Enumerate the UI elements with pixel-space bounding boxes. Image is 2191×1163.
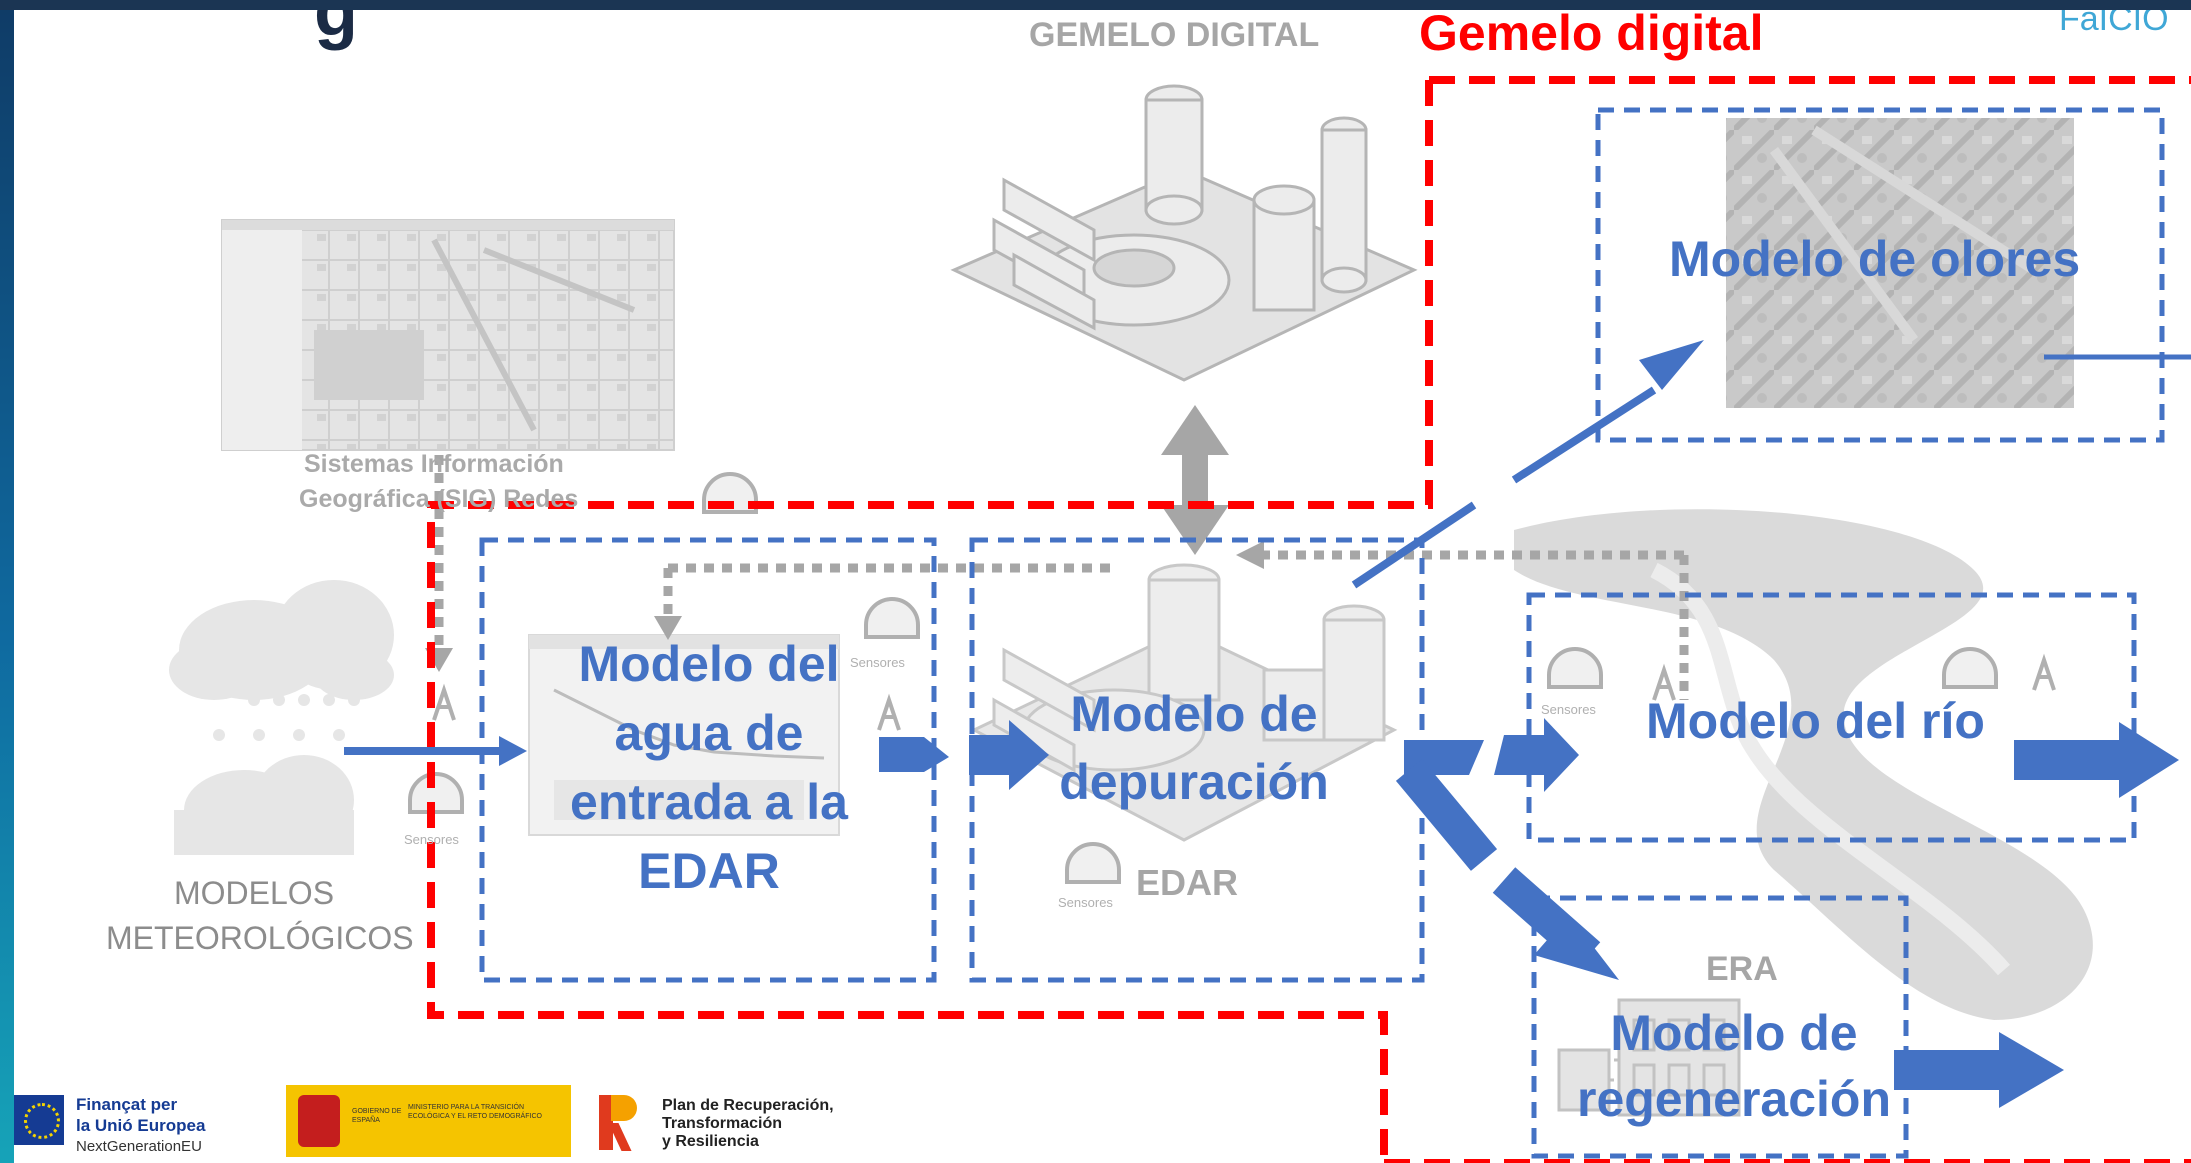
flow-arrows (344, 718, 2179, 1108)
sensor-label-edar: Sensores (1058, 895, 1113, 910)
sig-label-1: Sistemas Información (304, 450, 564, 478)
era-building (1557, 998, 1741, 1117)
twin-edar-double-arrow (1161, 405, 1229, 555)
odor-link-arrow (1351, 386, 1657, 589)
dotted-arrow-head-1 (654, 616, 682, 640)
treatment-model-label: Modelo de depuración (1044, 680, 1344, 816)
eu-text-3: NextGenerationEU (76, 1138, 202, 1155)
inflow-line-2: agua de (614, 705, 804, 761)
regen-model-label: Modelo de regeneración (1559, 1000, 1909, 1132)
slide-canvas: g GEMELO DIGITAL Gemelo digital FaICIO S… (14, 10, 2191, 1163)
plan-text-3: y Resiliencia (662, 1133, 759, 1150)
river-shape (1514, 509, 2093, 1020)
corner-logo: FaICIO (2059, 10, 2169, 38)
meteo-label-1: MODELOS (174, 875, 335, 911)
inflow-line-3: entrada a la (570, 774, 848, 830)
twin-header-label: GEMELO DIGITAL (1029, 16, 1320, 54)
eu-text-2: la Unió Europea (76, 1116, 206, 1135)
eu-flag-icon (14, 1095, 64, 1145)
dotted-arrow-head-2 (1236, 541, 1264, 569)
rain-cloud-icon (169, 580, 394, 855)
era-label: ERA (1706, 950, 1778, 988)
red-title: Gemelo digital (1419, 10, 1764, 61)
plan-text-1: Plan de Recuperación, (662, 1097, 834, 1114)
regen-line-2: regeneración (1576, 1071, 1891, 1127)
inflow-model-box (479, 537, 937, 983)
digital-twin-plant (950, 84, 1418, 382)
plan-recuperacion-logo-icon (589, 1095, 639, 1151)
sig-screenshot (221, 219, 675, 451)
ministerio-text: MINISTERIO PARA LA TRANSICIÓN ECOLÓGICA … (408, 1104, 542, 1120)
odor-model-box (1595, 107, 2165, 443)
digital-twin-boundary (427, 76, 2191, 1163)
odor-model-label: Modelo de olores (1669, 231, 2081, 287)
edar-plant (970, 563, 1398, 842)
regen-line-1: Modelo de (1610, 1005, 1858, 1061)
edar-label: EDAR (1136, 862, 1239, 903)
title-fragment: g (314, 10, 358, 51)
top-bar (0, 0, 2191, 10)
inflow-line-4: EDAR (638, 843, 780, 899)
spain-coat-of-arms-icon (298, 1095, 340, 1147)
sensor-icons (408, 472, 2056, 884)
sensor-label-inflow: Sensores (850, 655, 905, 670)
regen-arrow-head (1534, 915, 1619, 980)
treatment-line-1: Modelo de (1070, 686, 1318, 742)
eu-text-1: Finançat per (76, 1095, 178, 1114)
inflow-model-label: Modelo del agua de entrada a la EDAR (544, 630, 874, 906)
river-model-box (1526, 592, 2137, 843)
river-model-label: Modelo del río (1646, 693, 1985, 749)
sig-label-2: Geográfica (SIG) Redes (299, 485, 579, 513)
plan-text-2: Transformación (662, 1115, 783, 1132)
gobierno-text: GOBIERNO DE ESPAÑA (352, 1108, 402, 1124)
meteo-label-2: METEOROLÓGICOS (106, 920, 414, 956)
odor-arrow-head (1639, 340, 1704, 390)
inflow-line-1: Modelo del (578, 636, 840, 692)
treatment-line-2: depuración (1059, 754, 1329, 810)
sensor-label-meteo: Sensores (404, 832, 459, 847)
left-edge-stripe (0, 0, 14, 1163)
sensor-label-river: Sensores (1541, 702, 1596, 717)
odor-image-roads (1769, 125, 2037, 343)
spain-government-logo: GOBIERNO DE ESPAÑA MINISTERIO PARA LA TR… (286, 1085, 571, 1157)
inflow-chart-thumbnail (528, 634, 840, 836)
diagram-graphics (169, 76, 2191, 1163)
gray-dotted-connectors (434, 455, 1689, 700)
regen-model-box (1531, 895, 1909, 1159)
